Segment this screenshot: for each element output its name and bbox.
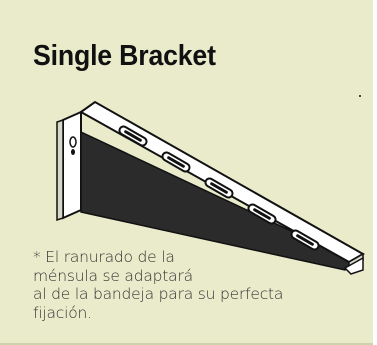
product-note: * El ranurado de la ménsula se adaptará … (33, 248, 284, 322)
slot-2 (161, 151, 191, 173)
bottom-divider (0, 343, 373, 345)
mount-hole-lower (71, 149, 75, 155)
stray-mark (359, 95, 361, 97)
product-title: Single Bracket (33, 40, 216, 72)
bracket-slots (118, 125, 320, 251)
slot-1 (118, 125, 148, 147)
slot-4 (247, 203, 277, 225)
slot-3 (204, 177, 234, 199)
bracket-end-lip (343, 256, 364, 275)
bracket-wall-plate (56, 110, 82, 222)
mount-hole-upper (69, 136, 77, 148)
slot-5 (290, 229, 320, 251)
single-bracket-illustration (56, 100, 365, 275)
